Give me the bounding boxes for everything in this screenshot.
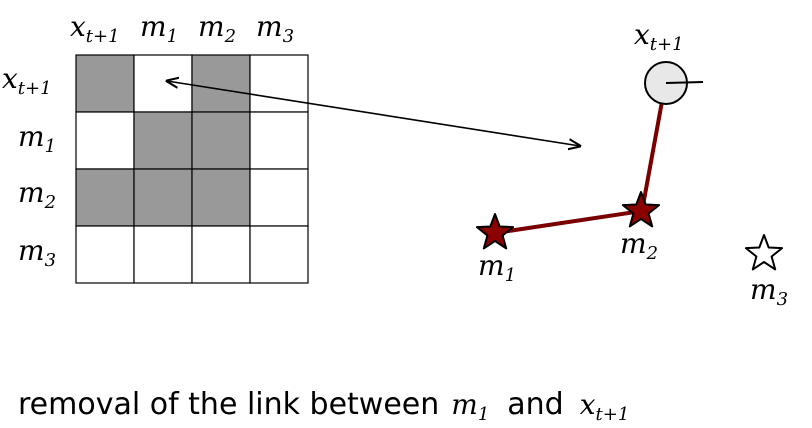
matrix-cell-r0-c0 [75, 54, 135, 113]
matrix-cell-r1-c2 [191, 111, 251, 170]
matrix-cell-r2-c0 [75, 168, 135, 227]
landmark-m3-label: m3 [750, 273, 788, 310]
caption-text: removal of the link between [18, 387, 439, 422]
caption-and: and [507, 387, 563, 422]
landmark-m1-label: m1 [478, 249, 516, 286]
row-header-x-t1: xt+1 [2, 62, 52, 99]
row-header-m1: m1 [18, 120, 56, 157]
matrix-cell-r3-c2 [191, 225, 251, 284]
matrix-cell-r3-c1 [133, 225, 193, 284]
caption-m-sub: 1 [478, 404, 489, 425]
col-header-m3: m3 [256, 10, 294, 47]
matrix-row-headers: xt+1 m1 m2 m3 [2, 62, 56, 271]
landmark-m1: m1 [475, 213, 516, 286]
matrix-cell-r3-c3 [249, 225, 309, 284]
landmark-m2: m2 [620, 191, 661, 264]
matrix-cell-r2-c3 [249, 168, 309, 227]
landmark-m3: m3 [744, 234, 788, 310]
matrix-cell-r2-c2 [191, 168, 251, 227]
matrix-cell-r1-c1 [133, 111, 193, 170]
col-header-m2: m2 [198, 10, 236, 47]
graph-links [494, 95, 665, 235]
correspondence-arrow [167, 81, 580, 146]
caption-x-sub: t+1 [596, 404, 630, 425]
pose-node: xt+1 [634, 18, 704, 105]
row-header-m2: m2 [18, 176, 56, 213]
matrix-cell-r3-c0 [75, 225, 135, 284]
col-header-x-t1: xt+1 [70, 10, 120, 47]
pose-label: xt+1 [634, 18, 684, 55]
pose-heading [665, 81, 704, 84]
row-header-m3: m3 [18, 234, 56, 271]
matrix-column-headers: xt+1 m1 m2 m3 [70, 10, 294, 47]
matrix-cell-r0-c3 [249, 54, 309, 113]
matrix-cell-r1-c0 [75, 111, 135, 170]
matrix-cell-r1-c3 [249, 111, 309, 170]
caption: removal of the link between m1 and xt+1 [18, 387, 629, 425]
caption-x: x [580, 388, 596, 421]
link-m2-m1 [494, 209, 643, 235]
matrix-cell-r0-c2 [191, 54, 251, 113]
landmark-m2-star-icon [621, 191, 661, 228]
link-pose-m2 [640, 95, 665, 212]
landmark-m3-star-icon [744, 234, 784, 271]
information-matrix [75, 54, 309, 284]
landmark-m2-label: m2 [620, 227, 658, 264]
landmark-m1-star-icon [475, 213, 515, 250]
matrix-cell-r2-c1 [133, 168, 193, 227]
caption-m: m [451, 388, 478, 421]
col-header-m1: m1 [140, 10, 178, 47]
